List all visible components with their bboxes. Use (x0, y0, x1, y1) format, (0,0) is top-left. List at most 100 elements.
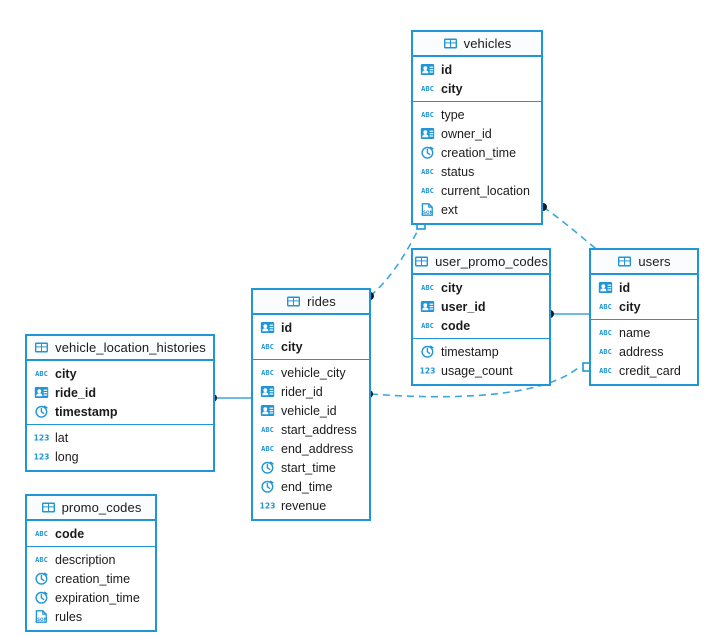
abc-string-icon: ABC (598, 325, 613, 340)
abc-string-icon: ABC (420, 81, 435, 96)
column-name: status (441, 164, 475, 179)
column-row-rides-end_time[interactable]: end_time (253, 477, 369, 496)
svg-text:ABC: ABC (421, 168, 434, 176)
column-row-users-address[interactable]: ABC address (591, 342, 697, 361)
table-grid-icon (617, 254, 632, 269)
abc-string-icon: ABC (598, 299, 613, 314)
svg-text:123: 123 (260, 501, 275, 510)
table-header-vehicle_location_histories[interactable]: vehicle_location_histories (27, 336, 213, 361)
column-row-user_promo_codes-timestamp[interactable]: timestamp (413, 342, 549, 361)
column-row-user_promo_codes-city[interactable]: ABC city (413, 278, 549, 297)
columns-section-user_promo_codes: timestamp 123 usage_count (413, 339, 549, 384)
123-number-icon: 123 (34, 449, 49, 464)
column-name: id (281, 320, 293, 335)
svg-text:ABC: ABC (261, 369, 274, 377)
column-row-rides-rider_id[interactable]: rider_id (253, 382, 369, 401)
svg-text:ABC: ABC (421, 111, 434, 119)
column-name: vehicle_id (281, 403, 337, 418)
column-name: address (619, 344, 664, 359)
column-name: end_time (281, 479, 333, 494)
column-name: revenue (281, 498, 327, 513)
column-row-users-id[interactable]: id (591, 278, 697, 297)
123-number-icon: 123 (420, 363, 435, 378)
svg-text:JSON: JSON (34, 617, 47, 622)
column-name: id (619, 280, 631, 295)
id-card-icon (420, 126, 435, 141)
table-header-vehicles[interactable]: vehicles (413, 32, 541, 57)
column-row-user_promo_codes-user_id[interactable]: user_id (413, 297, 549, 316)
abc-string-icon: ABC (260, 441, 275, 456)
table-grid-icon (41, 500, 56, 515)
svg-text:ABC: ABC (599, 329, 612, 337)
column-row-rides-start_time[interactable]: start_time (253, 458, 369, 477)
column-row-vehicles-status[interactable]: ABC status (413, 162, 541, 181)
column-name: ride_id (55, 385, 96, 400)
abc-string-icon: ABC (598, 344, 613, 359)
column-row-vehicles-creation_time[interactable]: creation_time (413, 143, 541, 162)
svg-text:ABC: ABC (421, 284, 434, 292)
column-row-promo_codes-expiration_time[interactable]: expiration_time (27, 588, 155, 607)
abc-string-icon: ABC (420, 318, 435, 333)
column-name: city (55, 366, 77, 381)
column-row-vehicle_location_histories-ride_id[interactable]: ride_id (27, 383, 213, 402)
column-name: creation_time (441, 145, 517, 160)
column-row-user_promo_codes-usage_count[interactable]: 123 usage_count (413, 361, 549, 380)
table-header-user_promo_codes[interactable]: user_promo_codes (413, 250, 549, 275)
123-number-icon: 123 (260, 498, 275, 513)
column-row-vehicles-id[interactable]: id (413, 60, 541, 79)
column-row-rides-vehicle_id[interactable]: vehicle_id (253, 401, 369, 420)
column-name: city (441, 280, 463, 295)
column-row-vehicles-owner_id[interactable]: owner_id (413, 124, 541, 143)
column-name: usage_count (441, 363, 513, 378)
id-card-icon (34, 385, 49, 400)
column-row-vehicle_location_histories-timestamp[interactable]: timestamp (27, 402, 213, 421)
abc-string-icon: ABC (34, 366, 49, 381)
column-name: user_id (441, 299, 486, 314)
column-row-promo_codes-creation_time[interactable]: creation_time (27, 569, 155, 588)
abc-string-icon: ABC (598, 363, 613, 378)
clock-icon (34, 590, 49, 605)
column-row-rides-id[interactable]: id (253, 318, 369, 337)
table-header-users[interactable]: users (591, 250, 697, 275)
clock-icon (34, 404, 49, 419)
abc-string-icon: ABC (260, 365, 275, 380)
table-header-rides[interactable]: rides (253, 290, 369, 315)
column-name: id (441, 62, 453, 77)
table-header-promo_codes[interactable]: promo_codes (27, 496, 155, 521)
column-name: current_location (441, 183, 530, 198)
relationship-line-vehicles-users[interactable] (542, 206, 601, 253)
table-grid-icon (286, 294, 301, 309)
column-row-vehicle_location_histories-city[interactable]: ABC city (27, 364, 213, 383)
svg-text:123: 123 (34, 452, 49, 461)
column-row-rides-revenue[interactable]: 123 revenue (253, 496, 369, 515)
svg-text:ABC: ABC (599, 348, 612, 356)
